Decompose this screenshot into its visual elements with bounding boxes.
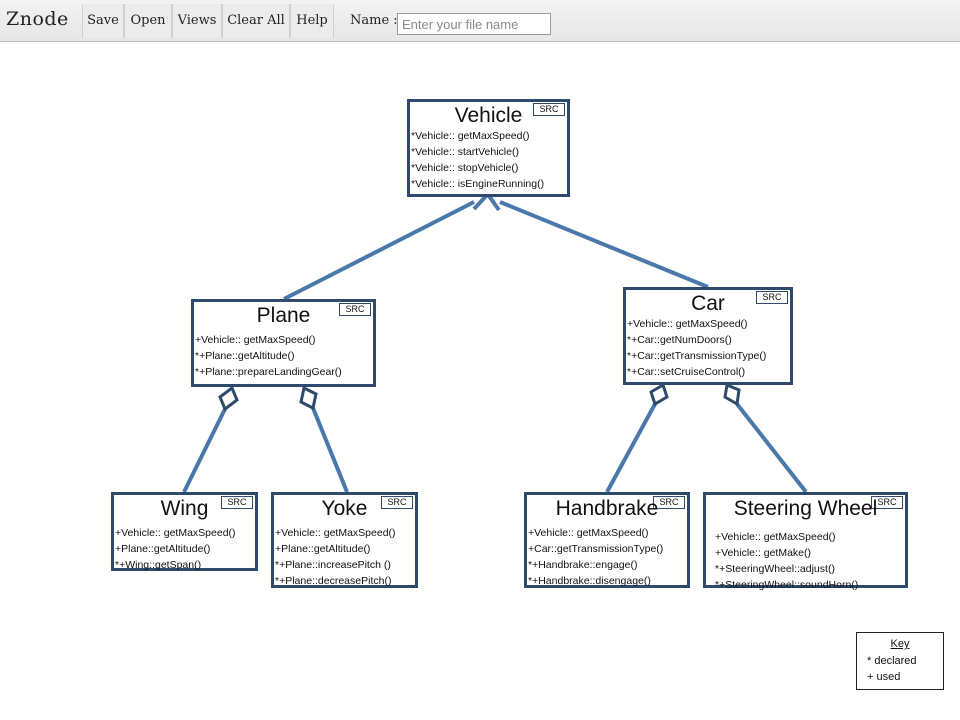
class-box-plane[interactable]: SRC Plane +Vehicle:: getMaxSpeed() *+Pla… xyxy=(191,299,376,387)
method-item: *+Car::getNumDoors() xyxy=(627,334,732,346)
method-item: +Vehicle:: getMaxSpeed() xyxy=(528,527,649,539)
method-item: *+Plane::prepareLandingGear() xyxy=(195,366,342,378)
method-list: +Vehicle:: getMaxSpeed() +Vehicle:: getM… xyxy=(715,529,904,593)
class-title: Handbrake xyxy=(555,497,659,520)
method-item: *+Handbrake::disengage() xyxy=(528,575,651,587)
views-button[interactable]: Views xyxy=(172,4,222,38)
method-item: +Vehicle:: getMaxSpeed() xyxy=(715,531,836,543)
method-item: *Vehicle:: stopVehicle() xyxy=(411,162,519,174)
method-item: *+Wing::getSpan() xyxy=(115,559,202,571)
src-badge[interactable]: SRC xyxy=(871,496,903,509)
class-box-steering-wheel[interactable]: SRC Steering Wheel +Vehicle:: getMaxSpee… xyxy=(703,492,908,591)
relationship-connectors xyxy=(182,190,808,494)
class-title: Plane xyxy=(256,304,311,327)
save-button[interactable]: Save xyxy=(82,4,124,38)
method-list: +Vehicle:: getMaxSpeed() +Plane::getAlti… xyxy=(275,525,414,589)
legend-key: Key * declared + used xyxy=(856,632,944,690)
method-item: +Vehicle:: getMake() xyxy=(715,547,812,559)
name-label: Name : xyxy=(350,13,398,28)
method-item: *+Plane::decreasePitch() xyxy=(275,575,392,587)
class-box-wing[interactable]: SRC Wing +Vehicle:: getMaxSpeed() +Plane… xyxy=(111,492,258,571)
src-badge[interactable]: SRC xyxy=(756,291,788,304)
method-item: *+Handbrake::engage() xyxy=(528,559,638,571)
src-badge[interactable]: SRC xyxy=(381,496,413,509)
app-logo: Znode xyxy=(6,8,69,30)
method-item: +Plane::getAltitude() xyxy=(115,543,211,555)
edge-wing-plane xyxy=(182,385,239,493)
method-item: +Vehicle:: getMaxSpeed() xyxy=(115,527,236,539)
method-list: +Vehicle:: getMaxSpeed() *+Car::getNumDo… xyxy=(627,316,789,380)
toolbar: Znode Save Open Views Clear All Help Nam… xyxy=(0,0,960,42)
method-list: +Vehicle:: getMaxSpeed() +Plane::getAlti… xyxy=(115,525,254,573)
class-box-handbrake[interactable]: SRC Handbrake +Vehicle:: getMaxSpeed() +… xyxy=(524,492,690,588)
method-item: +Car::getTransmissionType() xyxy=(528,543,664,555)
help-button[interactable]: Help xyxy=(290,4,334,38)
class-box-yoke[interactable]: SRC Yoke +Vehicle:: getMaxSpeed() +Plane… xyxy=(271,492,418,588)
method-item: *Vehicle:: startVehicle() xyxy=(411,146,519,158)
method-item: *+Plane::increasePitch () xyxy=(275,559,391,571)
method-item: *Vehicle:: getMaxSpeed() xyxy=(411,130,530,142)
class-title: Wing xyxy=(160,497,209,520)
method-item: +Vehicle:: getMaxSpeed() xyxy=(195,334,316,346)
src-badge[interactable]: SRC xyxy=(653,496,685,509)
src-badge[interactable]: SRC xyxy=(221,496,253,509)
method-item: *Vehicle:: isEngineRunning() xyxy=(411,178,545,190)
method-list: +Vehicle:: getMaxSpeed() +Car::getTransm… xyxy=(528,525,686,589)
class-box-car[interactable]: SRC Car +Vehicle:: getMaxSpeed() *+Car::… xyxy=(623,287,793,385)
method-item: *+Car::getTransmissionType() xyxy=(627,350,767,362)
method-item: +Vehicle:: getMaxSpeed() xyxy=(627,318,748,330)
method-item: +Plane::getAltitude() xyxy=(275,543,371,555)
class-title: Car xyxy=(691,292,725,315)
class-box-vehicle[interactable]: SRC Vehicle *Vehicle:: getMaxSpeed() *Ve… xyxy=(407,99,570,197)
method-item: *+SteeringWheel::soundHorn() xyxy=(715,579,859,591)
method-list: +Vehicle:: getMaxSpeed() *+Plane::getAlt… xyxy=(195,332,372,380)
class-title: Vehicle xyxy=(454,104,523,127)
method-item: +Vehicle:: getMaxSpeed() xyxy=(275,527,396,539)
class-title: Yoke xyxy=(321,497,368,520)
method-list: *Vehicle:: getMaxSpeed() *Vehicle:: star… xyxy=(411,128,566,192)
legend-declared: * declared xyxy=(867,655,917,667)
class-title: Steering Wheel xyxy=(733,497,878,520)
clear-all-button[interactable]: Clear All xyxy=(222,4,290,38)
method-item: *+SteeringWheel::adjust() xyxy=(715,563,835,575)
file-name-input[interactable] xyxy=(397,13,551,35)
method-item: *+Car::setCruiseControl() xyxy=(627,366,746,378)
edge-plane-vehicle xyxy=(283,190,492,301)
open-button[interactable]: Open xyxy=(124,4,172,38)
method-item: *+Plane::getAltitude() xyxy=(195,350,295,362)
src-badge[interactable]: SRC xyxy=(339,303,371,316)
edge-yoke-plane xyxy=(299,385,349,493)
legend-used: + used xyxy=(867,671,901,683)
src-badge[interactable]: SRC xyxy=(533,103,565,116)
edge-handbrake-car xyxy=(605,382,669,493)
edge-steering-wheel-car xyxy=(723,382,808,494)
diagram-canvas[interactable]: SRC Vehicle *Vehicle:: getMaxSpeed() *Ve… xyxy=(0,42,960,720)
legend-title: Key xyxy=(890,638,910,650)
edge-car-vehicle xyxy=(485,190,709,289)
